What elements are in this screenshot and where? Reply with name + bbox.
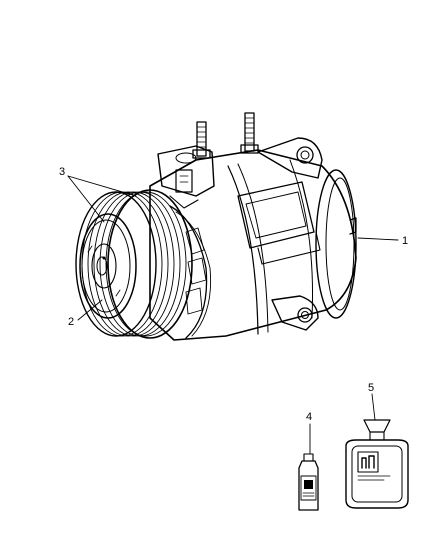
- rear-mount-ear: [257, 137, 323, 179]
- compressor-body: [149, 149, 357, 341]
- bottom-mount-ear: [271, 295, 319, 331]
- mounting-stud-left: [192, 121, 211, 159]
- clutch-plate: [79, 213, 137, 319]
- pulley: [75, 189, 193, 339]
- rear-housing: [315, 169, 357, 319]
- manifold-block: [157, 145, 215, 197]
- callout-3: 3: [59, 166, 65, 178]
- mounting-stud-right: [240, 112, 259, 154]
- callout-5: 5: [368, 382, 374, 394]
- refrigerant-tank: [345, 419, 409, 509]
- leader-lines: [67, 175, 399, 455]
- callout-1: 1: [402, 235, 408, 247]
- callout-2: 2: [68, 316, 74, 328]
- oil-bottle: [298, 453, 319, 511]
- compressor-assembly: [75, 112, 357, 341]
- callout-4: 4: [306, 411, 312, 423]
